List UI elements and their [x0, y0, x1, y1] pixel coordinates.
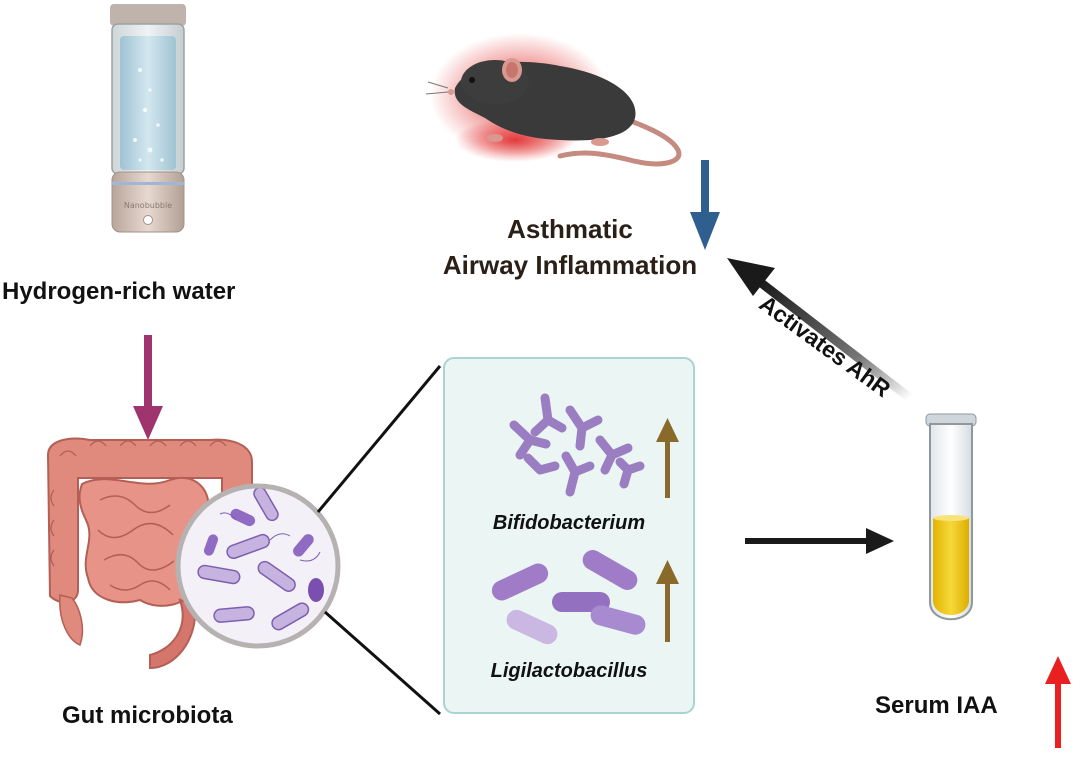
hydrogen-water-label: Hydrogen-rich water: [2, 278, 236, 305]
hydrogen-water-bottle-icon: Nanobubble: [110, 4, 186, 233]
test-tube-icon: [925, 413, 977, 621]
gut-microbiota-label: Gut microbiota: [62, 702, 233, 729]
mouse-down-arrow: [690, 160, 720, 250]
ligilactobacillus-up-arrow: [656, 560, 679, 642]
zoom-line-top: [316, 365, 442, 513]
asthma-label-line2: Airway Inflammation: [442, 250, 698, 280]
panel-to-tube-arrow: [745, 528, 894, 554]
ligilactobacillus-icon: [491, 550, 646, 645]
serum-iaa-label: Serum IAA: [875, 692, 998, 719]
bottle-brand-text: Nanobubble: [124, 201, 172, 210]
ligilactobacillus-label: Ligilactobacillus: [490, 660, 648, 682]
bifidobacterium-icon: [509, 393, 645, 497]
mouse-icon: [425, 33, 682, 167]
activates-ahr-arrow: [727, 258, 913, 402]
magnifier-circle-icon: [175, 483, 341, 649]
serum-up-arrow: [1045, 656, 1071, 748]
zoom-line-bottom: [324, 610, 441, 716]
water-to-gut-arrow: [133, 335, 163, 440]
bifidobacterium-up-arrow: [656, 418, 679, 498]
asthma-label-line1: Asthmatic: [507, 214, 633, 244]
bifidobacterium-label: Bifidobacterium: [492, 512, 646, 534]
